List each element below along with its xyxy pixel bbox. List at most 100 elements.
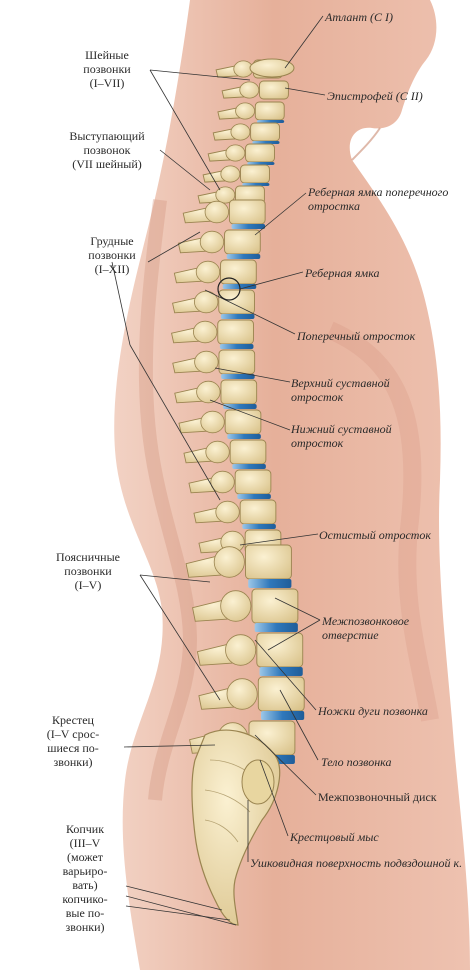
vertebral-body bbox=[224, 229, 261, 255]
articular-process bbox=[220, 165, 241, 183]
intervertebral-disc bbox=[252, 141, 280, 144]
label-transverse-process: Поперечный отросток bbox=[297, 329, 416, 343]
label-thoracic: Грудные позвонки (I–XII) bbox=[88, 234, 136, 276]
articular-process bbox=[196, 380, 221, 404]
articular-process bbox=[239, 81, 260, 99]
articular-process bbox=[230, 123, 251, 141]
leader-line bbox=[254, 192, 307, 236]
leader-line bbox=[125, 885, 223, 911]
articular-process bbox=[194, 350, 219, 374]
label-prominens: Выступающий позвонок (VII шейный) bbox=[69, 129, 145, 171]
intervertebral-disc bbox=[248, 579, 292, 588]
articular-process bbox=[193, 320, 218, 344]
vertebral-body bbox=[229, 439, 267, 465]
articular-process bbox=[205, 440, 230, 464]
label-intervertebral-foramen: Межпозвонковое отверстие bbox=[322, 614, 410, 642]
intervertebral-disc bbox=[220, 314, 255, 319]
label-epistrophe: Эпистрофей (C II) bbox=[327, 89, 423, 103]
leader-line bbox=[279, 689, 319, 761]
articular-process bbox=[215, 500, 240, 524]
vertebral-body bbox=[250, 122, 280, 142]
leader-line bbox=[284, 15, 324, 69]
label-costal-fovea-transverse: Реберная ямка поперечного отростка bbox=[308, 185, 449, 213]
articular-process bbox=[200, 410, 225, 434]
label-cervical: Шейные позвонки (I–VII) bbox=[83, 48, 131, 90]
articular-process bbox=[226, 678, 258, 710]
label-pedicles: Ножки дуги позвонка bbox=[318, 704, 428, 718]
articular-process bbox=[199, 230, 225, 254]
leader-line bbox=[267, 619, 321, 651]
label-auricular-surface: Ушковидная поверхность подвздошной к. bbox=[250, 856, 463, 870]
auricular-surface bbox=[241, 759, 275, 805]
articular-process bbox=[220, 590, 252, 622]
leader-line bbox=[239, 533, 319, 546]
label-lumbar: Поясничные позвонки (I–V) bbox=[56, 550, 120, 592]
articular-process bbox=[225, 634, 257, 666]
leader-line bbox=[209, 399, 291, 431]
intervertebral-disc bbox=[221, 374, 255, 379]
vertebral-body bbox=[218, 289, 255, 315]
articular-process bbox=[213, 546, 245, 578]
intervertebral-disc bbox=[242, 183, 270, 186]
label-inferior-articular: Нижний суставной отросток bbox=[291, 422, 392, 450]
vertebral-body bbox=[220, 259, 257, 285]
leader-line bbox=[139, 574, 211, 583]
articular-process bbox=[210, 470, 235, 494]
intervertebral-disc bbox=[237, 494, 271, 499]
leader-line bbox=[259, 759, 289, 837]
intervertebral-disc bbox=[232, 464, 266, 469]
vertebral-body bbox=[257, 676, 305, 712]
leader-line bbox=[111, 261, 131, 346]
leader-line bbox=[214, 367, 291, 383]
leader-line bbox=[139, 574, 221, 701]
label-sacrum: Крестец (I–V срос- шиеся по- звонки) bbox=[46, 713, 100, 769]
vertebral-body bbox=[217, 319, 254, 345]
spine bbox=[171, 58, 305, 764]
intervertebral-disc bbox=[257, 120, 285, 123]
vertebral-body bbox=[218, 349, 256, 375]
vertebral-body bbox=[234, 469, 272, 495]
atlas-bone bbox=[249, 58, 295, 78]
leader-line bbox=[274, 597, 321, 621]
intervertebral-disc bbox=[231, 224, 266, 229]
articular-process bbox=[204, 200, 229, 224]
vertebral-body bbox=[245, 143, 275, 163]
intervertebral-disc bbox=[227, 434, 261, 439]
leader-line bbox=[125, 895, 237, 926]
articular-process bbox=[235, 102, 256, 120]
intervertebral-disc bbox=[226, 254, 261, 259]
leader-line bbox=[204, 289, 296, 335]
vertebral-body bbox=[224, 409, 262, 435]
chin-line bbox=[351, 127, 381, 161]
intervertebral-disc bbox=[247, 162, 275, 165]
muscle-shading bbox=[138, 199, 198, 801]
intervertebral-disc bbox=[219, 344, 254, 349]
leader-line bbox=[129, 344, 221, 501]
leader-line bbox=[284, 87, 326, 96]
leader-line bbox=[159, 149, 211, 191]
label-disc: Межпозвоночный диск bbox=[318, 790, 437, 804]
vertebral-body bbox=[240, 164, 270, 184]
label-costal-fovea: Реберная ямка bbox=[305, 266, 380, 280]
intervertebral-disc bbox=[261, 711, 305, 720]
leader-line bbox=[254, 734, 317, 796]
articular-process bbox=[225, 144, 246, 162]
leader-line bbox=[147, 231, 201, 263]
articular-process bbox=[194, 290, 219, 314]
leader-line bbox=[123, 744, 216, 748]
leader-line bbox=[149, 69, 221, 191]
abdomen-shading bbox=[326, 321, 439, 722]
leader-line bbox=[239, 271, 304, 290]
intervertebral-disc bbox=[259, 667, 303, 676]
label-promontory: Крестцовый мыс bbox=[290, 830, 379, 844]
costal-fovea-marker bbox=[217, 277, 241, 301]
articular-process bbox=[195, 260, 221, 284]
label-spinous-process: Остистый отросток bbox=[319, 528, 432, 542]
articular-process bbox=[215, 186, 236, 204]
vertebral-body bbox=[228, 199, 266, 225]
leader-line bbox=[149, 69, 251, 81]
vertebral-body bbox=[220, 379, 258, 405]
vertebral-body bbox=[245, 544, 292, 580]
